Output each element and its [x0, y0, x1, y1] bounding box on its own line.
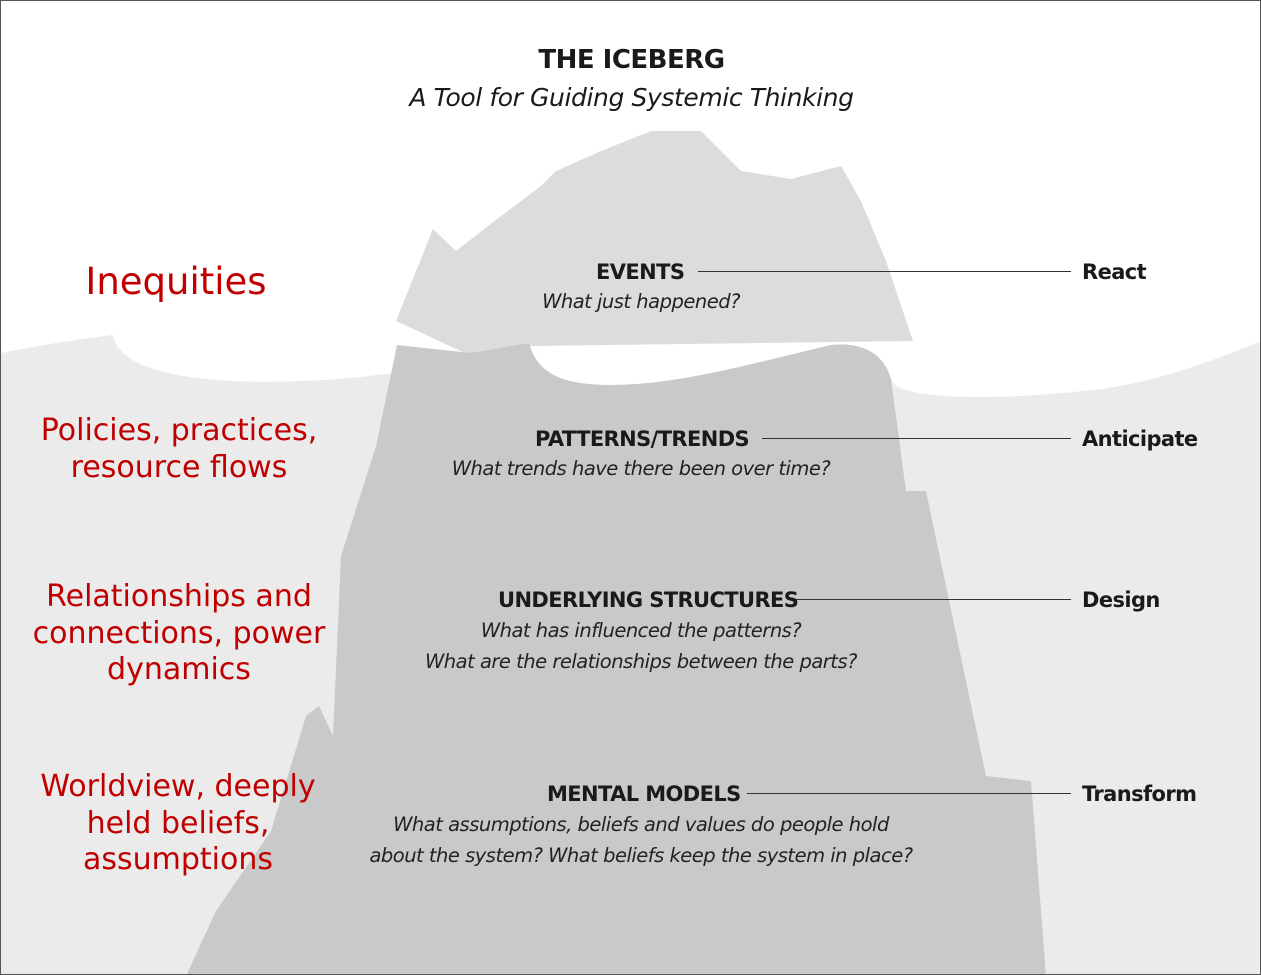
connector-line-structures: [796, 599, 1071, 600]
question-mental-models-2: about the system? What beliefs keep the …: [369, 844, 913, 867]
level-label-events: EVENTS: [596, 260, 685, 284]
diagram-subtitle: A Tool for Guiding Systemic Thinking: [409, 83, 854, 112]
connector-line-patterns: [762, 438, 1071, 439]
question-mental-models-1: What assumptions, beliefs and values do …: [393, 813, 889, 836]
iceberg-body: [186, 343, 1046, 974]
question-patterns-1: What trends have there been over time?: [451, 457, 831, 480]
annotation-inequities: Inequities: [85, 260, 267, 303]
action-anticipate: Anticipate: [1082, 427, 1198, 451]
iceberg-tip: [396, 131, 913, 356]
level-label-mental-models: MENTAL MODELS: [547, 782, 741, 806]
level-label-patterns: PATTERNS/TRENDS: [535, 427, 750, 451]
question-events-1: What just happened?: [542, 290, 740, 313]
question-structures-2: What are the relationships between the p…: [425, 650, 857, 673]
level-label-structures: UNDERLYING STRUCTURES: [498, 588, 799, 612]
question-structures-1: What has influenced the patterns?: [480, 619, 802, 642]
annotation-relationships: Relationships and connections, power dyn…: [32, 579, 326, 688]
action-design: Design: [1082, 588, 1160, 612]
diagram-title: THE ICEBERG: [538, 45, 725, 75]
connector-line-events: [698, 271, 1071, 272]
action-transform: Transform: [1082, 782, 1197, 806]
action-react: React: [1082, 260, 1147, 284]
annotation-worldview: Worldview, deeply held beliefs, assumpti…: [40, 769, 316, 878]
annotation-policies: Policies, practices, resource flows: [40, 413, 318, 485]
connector-line-mental-models: [747, 793, 1071, 794]
